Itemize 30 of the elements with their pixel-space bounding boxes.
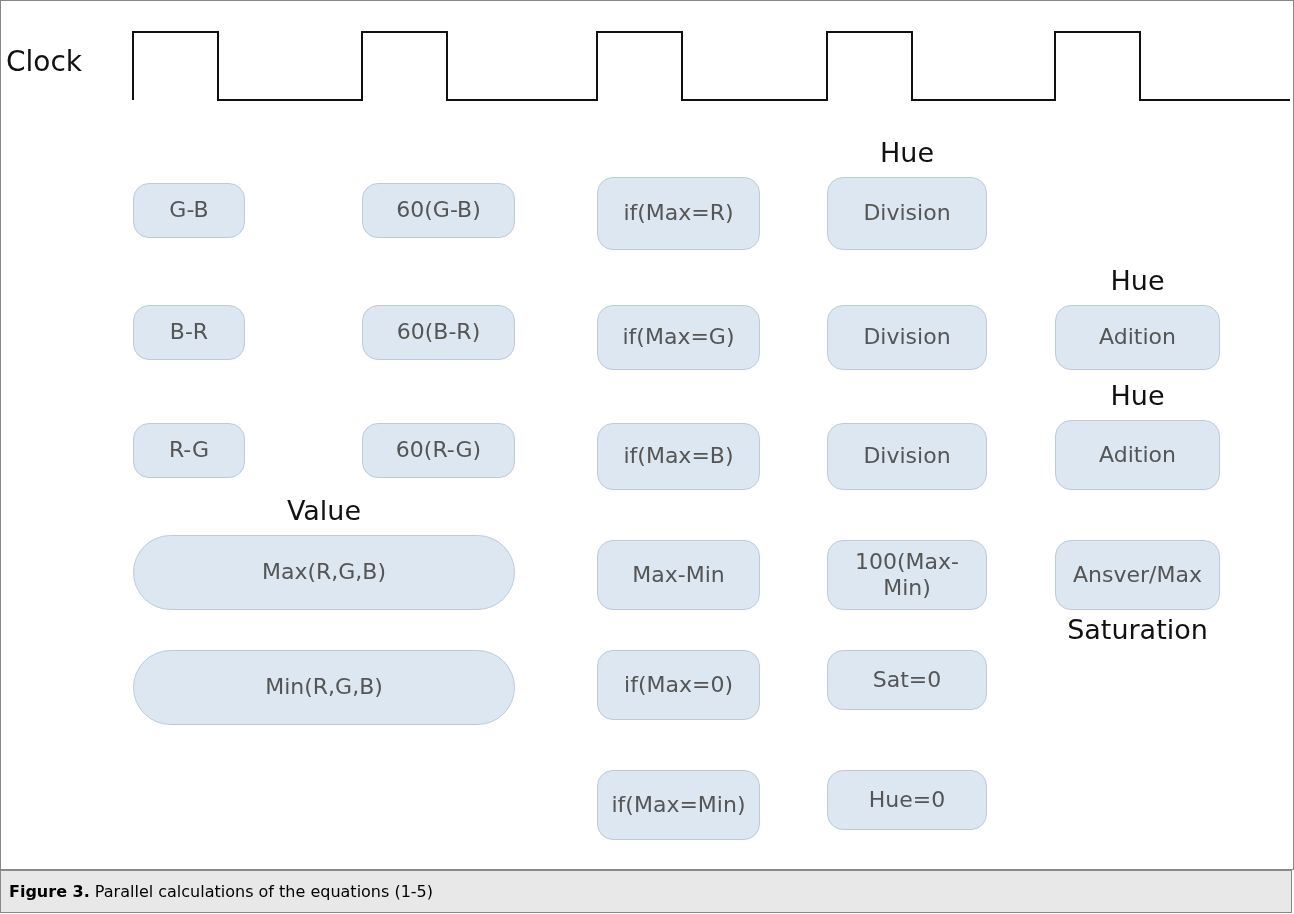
process-pill: Max(R,G,B) xyxy=(133,535,515,610)
process-box: R-G xyxy=(133,423,245,478)
process-box: Division xyxy=(827,177,987,250)
process-box: Division xyxy=(827,305,987,370)
signal-name: Clock xyxy=(6,45,83,78)
process-box: if(Max=B) xyxy=(597,423,760,490)
process-box: Max-Min xyxy=(597,540,760,610)
process-pill: Min(R,G,B) xyxy=(133,650,515,725)
process-box: Adition xyxy=(1055,305,1220,370)
process-box: Division xyxy=(827,423,987,490)
side-label: Saturation xyxy=(1067,614,1208,645)
process-box: Hue=0 xyxy=(827,770,987,830)
process-box: G-B xyxy=(133,183,245,238)
heading-label: Hue xyxy=(880,137,934,168)
process-box: if(Max=R) xyxy=(597,177,760,250)
heading-label: Value xyxy=(286,495,362,526)
process-box: Ansver/Max xyxy=(1055,540,1220,610)
process-box: if(Max=Min) xyxy=(597,770,760,840)
process-box: 100(Max-Min) xyxy=(827,540,987,610)
process-box: B-R xyxy=(133,305,245,360)
process-box: Sat=0 xyxy=(827,650,987,710)
process-box: 60(R-G) xyxy=(362,423,515,478)
process-box: 60(B-R) xyxy=(362,305,515,360)
process-box: if(Max=0) xyxy=(597,650,760,720)
heading-label: Hue xyxy=(1110,265,1165,296)
figure-caption: Figure 3. Parallel calculations of the equations (1-5) xyxy=(0,870,1292,913)
process-box: 60(G-B) xyxy=(362,183,515,238)
process-box: Adition xyxy=(1055,420,1220,490)
heading-label: Hue xyxy=(1110,380,1165,411)
process-box: if(Max=G) xyxy=(597,305,760,370)
